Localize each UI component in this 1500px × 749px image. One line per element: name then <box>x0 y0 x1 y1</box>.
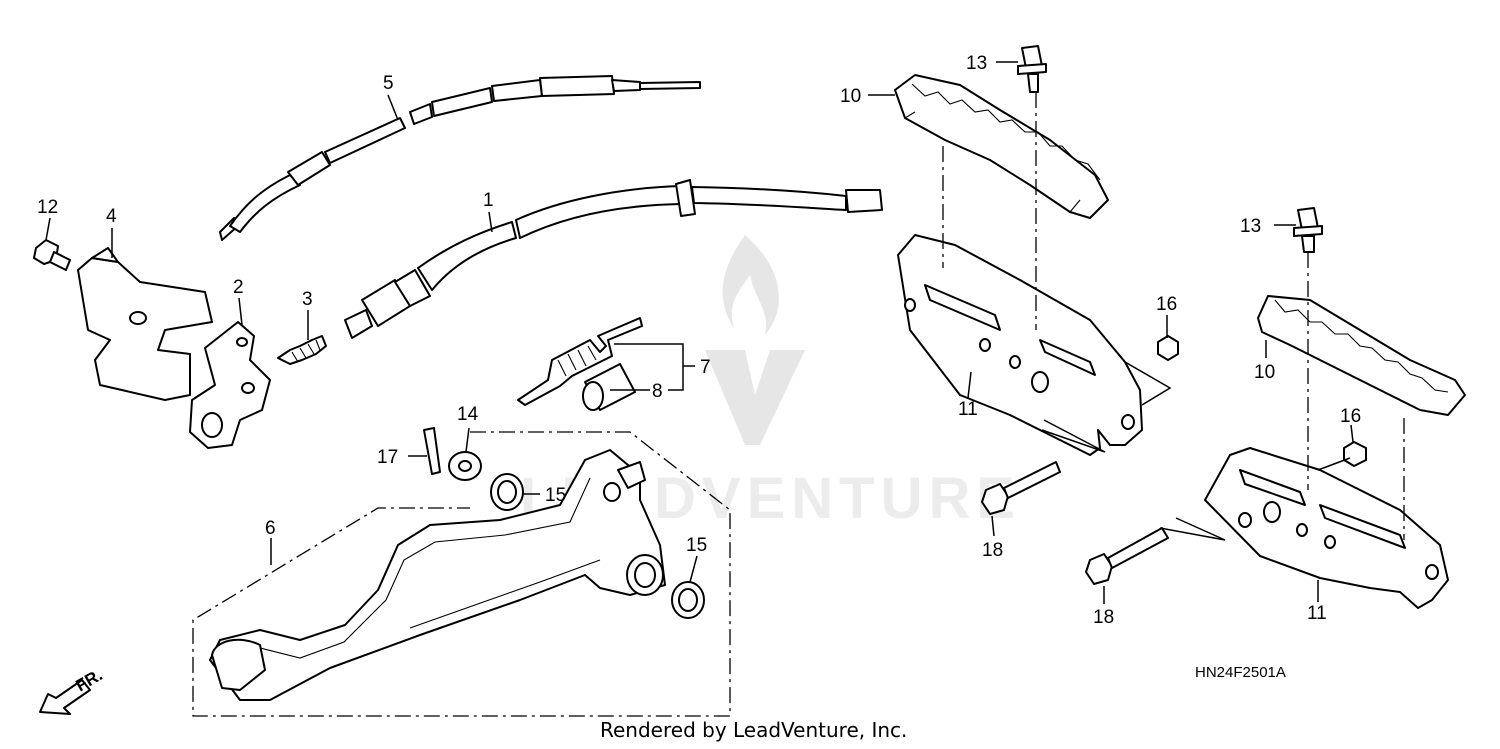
diagram-code: HN24F2501A <box>1195 664 1286 681</box>
part-15-bushing-upper[interactable] <box>490 473 524 511</box>
part-8-collar[interactable] <box>582 363 636 411</box>
arrow-icon <box>39 679 91 715</box>
part-2-arm[interactable] <box>189 321 271 449</box>
callout-1[interactable]: 1 <box>483 190 494 211</box>
part-11-bracket-lower[interactable] <box>1204 447 1449 609</box>
callout-18-upper[interactable]: 18 <box>982 540 1003 561</box>
callout-10-lower[interactable]: 10 <box>1254 362 1275 383</box>
callout-17[interactable]: 17 <box>377 447 398 468</box>
front-direction-indicator: FR. <box>39 665 106 715</box>
callout-16-lower[interactable]: 16 <box>1340 406 1361 427</box>
assembly-lines <box>192 92 1405 717</box>
callout-5[interactable]: 5 <box>383 73 394 94</box>
part-15-bushing-lower[interactable] <box>671 581 705 619</box>
part-14-washer[interactable] <box>448 451 482 481</box>
callout-15-upper[interactable]: 15 <box>545 485 566 506</box>
callout-3[interactable]: 3 <box>302 289 313 310</box>
part-5-cable[interactable] <box>219 75 701 241</box>
callout-2[interactable]: 2 <box>233 277 244 298</box>
part-11-bracket-upper[interactable] <box>897 234 1143 456</box>
part-13-bolt-lower[interactable] <box>1293 207 1323 253</box>
callout-16-upper[interactable]: 16 <box>1156 294 1177 315</box>
callout-15-lower[interactable]: 15 <box>686 535 707 556</box>
part-17-cotter-pin[interactable] <box>423 427 441 475</box>
callouts: 5 1 2 3 4 12 7 8 17 14 15 15 6 13 10 11 … <box>37 53 1361 628</box>
callout-6[interactable]: 6 <box>265 518 276 539</box>
render-credit: Rendered by LeadVenture, Inc. <box>600 718 907 742</box>
part-18-bolt-upper[interactable] <box>981 461 1061 515</box>
callout-10-upper[interactable]: 10 <box>840 86 861 107</box>
part-10-footrest-upper[interactable] <box>894 74 1109 219</box>
callout-11-upper[interactable]: 11 <box>958 399 978 420</box>
callout-12[interactable]: 12 <box>37 197 58 218</box>
callout-4[interactable]: 4 <box>106 206 117 227</box>
callout-14[interactable]: 14 <box>457 404 479 425</box>
callout-13-upper[interactable]: 13 <box>966 53 987 74</box>
callout-7[interactable]: 7 <box>700 357 711 378</box>
callout-11-lower[interactable]: 11 <box>1307 603 1327 624</box>
part-7-spring[interactable] <box>517 317 643 406</box>
callout-18-lower[interactable]: 18 <box>1093 607 1114 628</box>
callout-8[interactable]: 8 <box>652 381 663 402</box>
callout-13-lower[interactable]: 13 <box>1240 216 1261 237</box>
part-16-nut-lower[interactable] <box>1343 441 1367 467</box>
part-1-cable[interactable] <box>344 179 883 339</box>
part-6-brake-pedal[interactable] <box>209 449 666 701</box>
part-3-spring[interactable] <box>277 335 327 365</box>
part-10-footrest-lower[interactable] <box>1257 295 1466 416</box>
part-16-nut-upper[interactable] <box>1157 335 1179 361</box>
leader-lines <box>45 61 1354 604</box>
part-4-bracket[interactable] <box>77 247 213 401</box>
part-12-bolt[interactable] <box>33 239 71 271</box>
part-13-bolt-upper[interactable] <box>1017 45 1047 93</box>
part-18-bolt-lower[interactable] <box>1085 527 1169 585</box>
